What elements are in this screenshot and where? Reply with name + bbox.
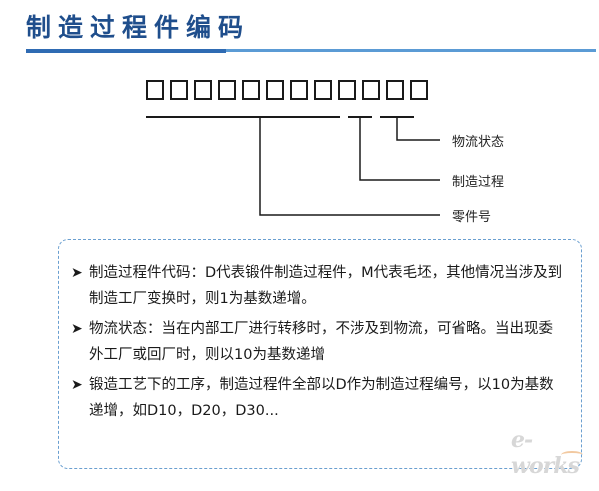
code-box xyxy=(218,80,236,100)
title-divider xyxy=(26,49,596,52)
arrow-right-icon: ➤ xyxy=(71,265,83,281)
segment-connector-diagram xyxy=(146,116,440,216)
watermark-swoosh-icon xyxy=(561,451,583,459)
title-divider-accent xyxy=(26,49,226,53)
segment-label-process: 制造过程 xyxy=(452,175,505,190)
code-box xyxy=(170,80,188,100)
code-box xyxy=(386,80,404,100)
part-number-connector xyxy=(259,117,440,216)
note-text: 锻造工艺下的工序，制造过程件全部以D作为制造过程编号，以10为基数递增，如D10… xyxy=(89,377,554,419)
code-box xyxy=(146,80,164,100)
code-boxes xyxy=(146,80,434,100)
code-box xyxy=(242,80,260,100)
page-title: 制造过程件编码 xyxy=(26,13,251,42)
logistics-connector xyxy=(396,117,440,141)
code-box xyxy=(362,80,380,100)
code-box xyxy=(194,80,212,100)
watermark-text: e-works xyxy=(511,427,580,479)
note-item: ➤ 锻造工艺下的工序，制造过程件全部以D作为制造过程编号，以10为基数递增，如D… xyxy=(71,372,567,424)
code-box xyxy=(290,80,308,100)
notes-panel: ➤ 制造过程件代码：D代表锻件制造过程件，M代表毛坯，其他情况当涉及到制造工厂变… xyxy=(58,239,582,469)
note-item: ➤ 制造过程件代码：D代表锻件制造过程件，M代表毛坯，其他情况当涉及到制造工厂变… xyxy=(71,260,567,312)
segment-label-logistics: 物流状态 xyxy=(452,135,505,150)
segment-label-part-number: 零件号 xyxy=(452,210,492,225)
note-text: 制造过程件代码：D代表锻件制造过程件，M代表毛坯，其他情况当涉及到制造工厂变换时… xyxy=(89,265,563,307)
e-works-watermark: e-works xyxy=(511,427,587,479)
code-box xyxy=(338,80,356,100)
code-box xyxy=(410,80,428,100)
code-box xyxy=(314,80,332,100)
note-text: 物流状态：当在内部工厂进行转移时，不涉及到物流，可省略。当出现委外工厂或回厂时，… xyxy=(89,321,553,363)
arrow-right-icon: ➤ xyxy=(71,321,83,337)
note-item: ➤ 物流状态：当在内部工厂进行转移时，不涉及到物流，可省略。当出现委外工厂或回厂… xyxy=(71,316,567,368)
code-box xyxy=(266,80,284,100)
process-connector xyxy=(359,117,440,181)
arrow-right-icon: ➤ xyxy=(71,377,83,393)
